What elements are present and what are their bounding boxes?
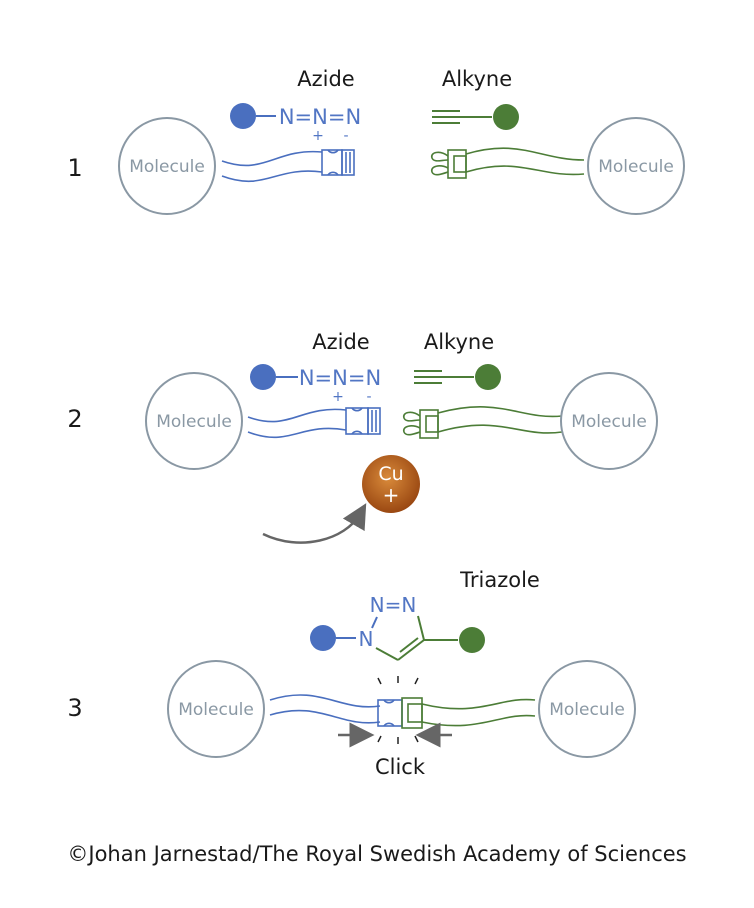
catalyst-arrow-icon — [262, 503, 367, 544]
azide-formula: N=N=N — [279, 105, 361, 129]
molecule-label-left: Molecule — [156, 412, 232, 432]
triazole-top-nitrogens: N=N — [370, 593, 417, 617]
step-2: 2 Azide Alkyne Molecule N=N=N + - — [67, 330, 658, 544]
molecule-circle-right — [538, 660, 636, 758]
molecule-circle-right — [587, 117, 685, 215]
molecule-circle-left — [167, 660, 265, 758]
click-label: Click — [375, 755, 426, 779]
molecule-circle-left — [118, 117, 216, 215]
minus-charge: - — [366, 389, 371, 405]
step-1: 1 Azide Alkyne Molecule N=N=N + - — [67, 67, 685, 215]
azide-group-dot — [230, 103, 256, 129]
plus-charge: + — [312, 128, 324, 144]
molecule-label-right: Molecule — [598, 157, 674, 177]
molecule-circle-left — [145, 372, 243, 470]
molecule-label-right: Molecule — [549, 700, 625, 720]
alkyne-label: Alkyne — [424, 330, 494, 354]
buckle-connected-icon — [377, 697, 423, 729]
minus-charge: - — [343, 128, 348, 144]
azide-group-dot — [310, 625, 336, 651]
buckle-female-icon — [321, 149, 355, 176]
buckle-female-icon — [345, 407, 381, 435]
alkyne-group-dot — [459, 627, 485, 653]
copper-charge: + — [383, 483, 400, 507]
molecule-label-right: Molecule — [571, 412, 647, 432]
alkyne-triple-bond — [432, 110, 492, 124]
plus-charge: + — [332, 389, 344, 405]
alkyne-triple-bond — [414, 370, 474, 384]
credit-caption: ©Johan Jarnestad/The Royal Swedish Acade… — [67, 842, 687, 866]
buckle-male-icon — [402, 409, 439, 439]
azide-label: Azide — [297, 67, 354, 91]
triazole-label: Triazole — [459, 568, 540, 592]
molecule-circle-right — [560, 372, 658, 470]
alkyne-label: Alkyne — [442, 67, 512, 91]
copper-catalyst-ion — [362, 455, 420, 513]
alkyne-group-dot — [475, 364, 501, 390]
copper-symbol: Cu — [378, 463, 403, 485]
step-number: 3 — [67, 694, 82, 722]
step-3: 3 Triazole Molecule N=N N Molecule — [67, 568, 636, 779]
triazole-left-nitrogen: N — [359, 627, 374, 651]
azide-label: Azide — [312, 330, 369, 354]
alkyne-group-dot — [493, 104, 519, 130]
azide-group-dot — [250, 364, 276, 390]
step-number: 2 — [67, 405, 82, 433]
triazole-ring-bonds — [375, 615, 458, 661]
step-number: 1 — [67, 154, 82, 182]
azide-formula: N=N=N — [299, 366, 381, 390]
buckle-male-icon — [430, 149, 467, 179]
molecule-label-left: Molecule — [178, 700, 254, 720]
click-burst-icon — [377, 676, 419, 744]
molecule-label-left: Molecule — [129, 157, 205, 177]
